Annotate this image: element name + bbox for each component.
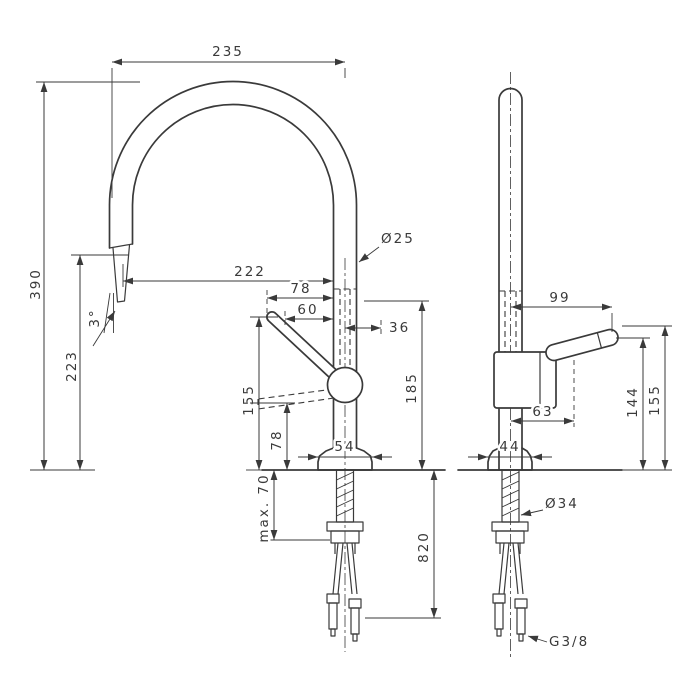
dim-offset-right-label: 36 [389, 320, 410, 336]
hose-connector [514, 598, 528, 642]
side-body-housing [493, 351, 557, 409]
dim-spout-width-label: 235 [212, 44, 244, 60]
side-undercounter [491, 469, 529, 642]
mounting-washer [491, 521, 529, 532]
dim-outlet-height-label: 223 [64, 350, 80, 382]
hose-connector [492, 593, 506, 637]
dim-base-width-label: 54 [334, 439, 355, 455]
dim-body-height-label: 185 [404, 372, 420, 404]
dim-counter-max-label: max. 70 [256, 473, 272, 542]
dim-shank-diameter-label: Ø34 [545, 496, 579, 512]
side-view-dimensions: 99 144 155 63 44 Ø34 G3/8 [468, 288, 672, 653]
handle-joint [326, 366, 364, 404]
dim-total-height-label: 390 [28, 268, 44, 300]
front-view-dimensions: 235 390 223 3° 222 78 60 36 Ø25 [26, 42, 445, 619]
handle-alt-position [257, 388, 335, 410]
dim-body-depth-label: 63 [532, 404, 553, 420]
spout-inner-edge [131, 103, 335, 449]
thread-hatching [336, 471, 354, 517]
aerator-nozzle [112, 244, 131, 303]
dim-pivot-height-label: 144 [625, 386, 641, 418]
dim-top-height-label: 155 [647, 384, 663, 416]
side-view [457, 87, 623, 642]
dim-handle-down-height-label: 78 [269, 429, 285, 450]
mounting-nut [495, 530, 525, 544]
hose-connector [348, 598, 362, 642]
spout-outer-edge [108, 80, 358, 449]
dim-offset-upper-label: 78 [290, 281, 311, 297]
spout-end-cap [109, 243, 133, 249]
dim-thread-label: G3/8 [549, 634, 589, 650]
center-lines [344, 72, 511, 658]
supply-hoses [332, 542, 358, 595]
dim-outlet-angle-label: 3° [87, 308, 103, 327]
mounting-nut [330, 530, 360, 544]
dim-spout-diameter-label: Ø25 [381, 231, 415, 247]
dim-spout-reach-label: 222 [234, 264, 266, 280]
dim-handle-depth-label: 99 [549, 290, 570, 306]
front-undercounter [326, 469, 364, 642]
side-pipe [498, 87, 523, 471]
dim-base-depth-label: 44 [499, 439, 520, 455]
supply-hoses [498, 542, 524, 595]
hose-connector [326, 593, 340, 637]
side-handle-grip [545, 328, 619, 362]
front-view [108, 80, 446, 642]
dim-handle-tip-height-label: 155 [241, 384, 257, 416]
thread-hatching [501, 471, 520, 517]
dim-hose-length-label: 820 [416, 531, 432, 563]
dim-offset-mid-label: 60 [297, 302, 318, 318]
